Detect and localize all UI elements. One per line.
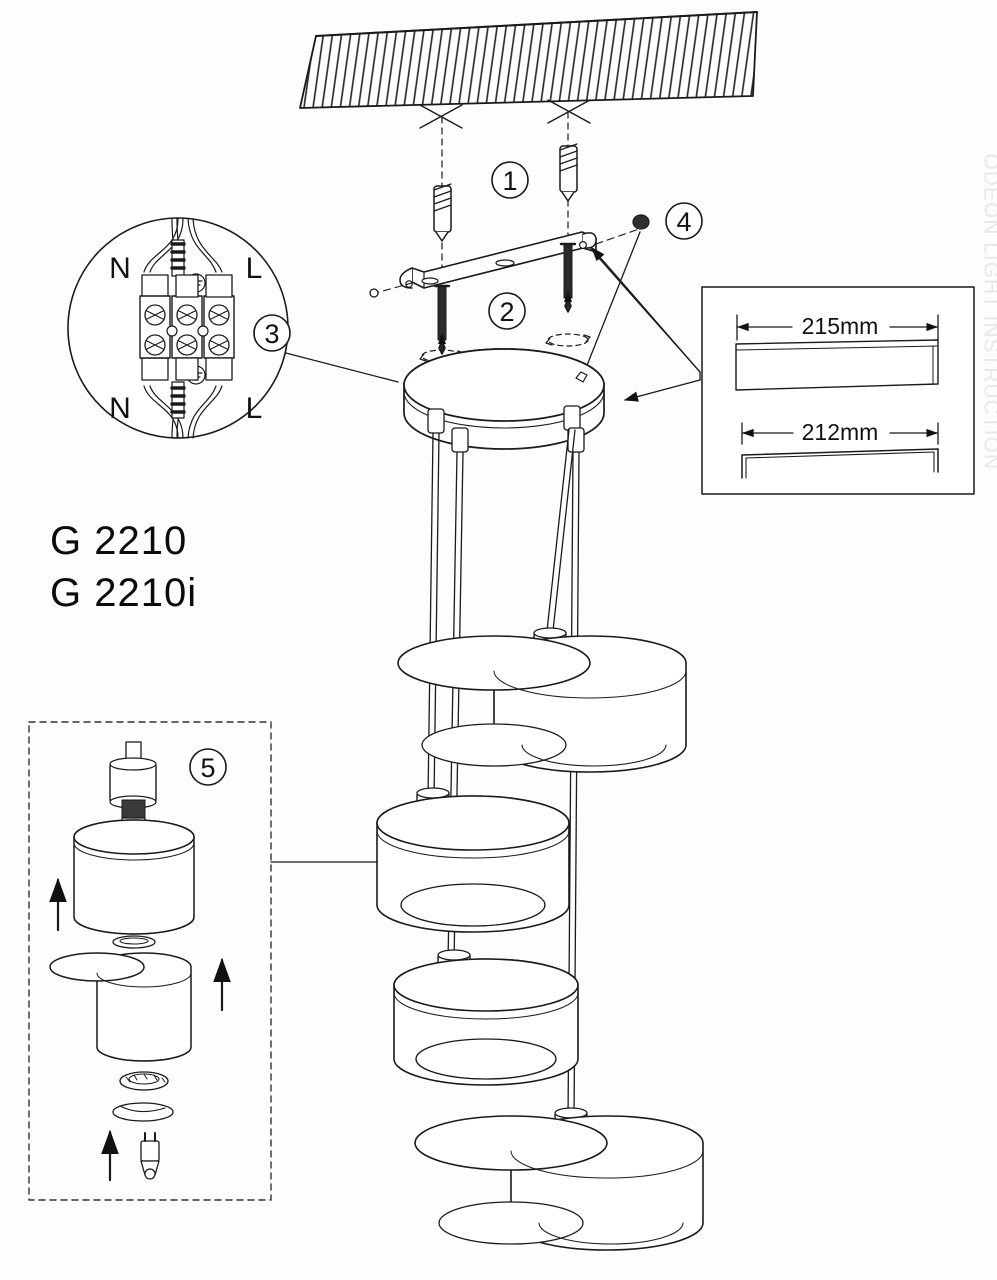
step-marker-5: 5 — [200, 753, 215, 783]
step-marker-1: 1 — [502, 166, 517, 196]
pendant-lamp — [393, 949, 579, 1086]
terminal-label-neutral-bottom: N — [109, 392, 131, 425]
pendant-lamp — [397, 627, 687, 773]
pendant-lamp — [414, 1107, 704, 1251]
model-number-block: G 2210 G 2210i — [50, 515, 197, 619]
bracket-plate — [735, 339, 939, 391]
dimension-label-215: 215mm — [802, 313, 879, 339]
exploded-parts — [49, 741, 231, 1182]
model-number-primary: G 2210 — [50, 519, 188, 563]
step-marker-3: 3 — [264, 319, 279, 349]
exploded-view-box — [28, 721, 272, 1201]
spacer-ring-part — [112, 935, 156, 949]
terminal-block — [139, 274, 235, 381]
alignment-guides — [441, 111, 569, 283]
wiring-leader — [281, 351, 399, 383]
bulb-part — [140, 1132, 160, 1180]
step-marker-4: 4 — [676, 207, 691, 237]
step-marker-2: 2 — [499, 297, 514, 327]
dimension-leader — [623, 371, 701, 402]
pendant-lamp — [376, 787, 570, 933]
dimension-212 — [741, 422, 939, 445]
assembly-arrow — [49, 877, 231, 1182]
set-screw — [632, 214, 650, 230]
wall-plug — [433, 183, 452, 242]
step4-leader-lines — [577, 231, 701, 390]
mounting-screw — [419, 284, 465, 363]
canopy — [403, 348, 605, 450]
wiring-detail — [67, 217, 289, 439]
lamp-holder-part — [109, 741, 157, 828]
terminal-label-neutral-top: N — [109, 252, 131, 285]
wall-plug — [559, 143, 578, 202]
terminal-label-live-top: L — [246, 252, 263, 285]
bar-axis-guide — [371, 227, 643, 295]
dimension-box — [701, 286, 975, 495]
cable-grip — [427, 405, 585, 453]
terminal-screw — [144, 304, 230, 356]
ceiling-slab — [299, 11, 758, 109]
dimension-215 — [736, 314, 939, 341]
step-markers — [189, 161, 703, 786]
mounting-screw — [545, 242, 591, 347]
terminal-label-live-bottom: L — [246, 392, 263, 425]
retaining-ring-part — [112, 1102, 174, 1122]
bar-hole — [369, 288, 379, 298]
inner-diffuser-part — [49, 952, 192, 1062]
trim-ring-part — [119, 1071, 169, 1091]
model-number-secondary: G 2210i — [50, 571, 198, 615]
drill-mark — [419, 99, 591, 129]
outer-shade-part — [73, 819, 195, 935]
dimension-label-212: 212mm — [802, 419, 879, 445]
wire-bracket — [741, 448, 939, 479]
